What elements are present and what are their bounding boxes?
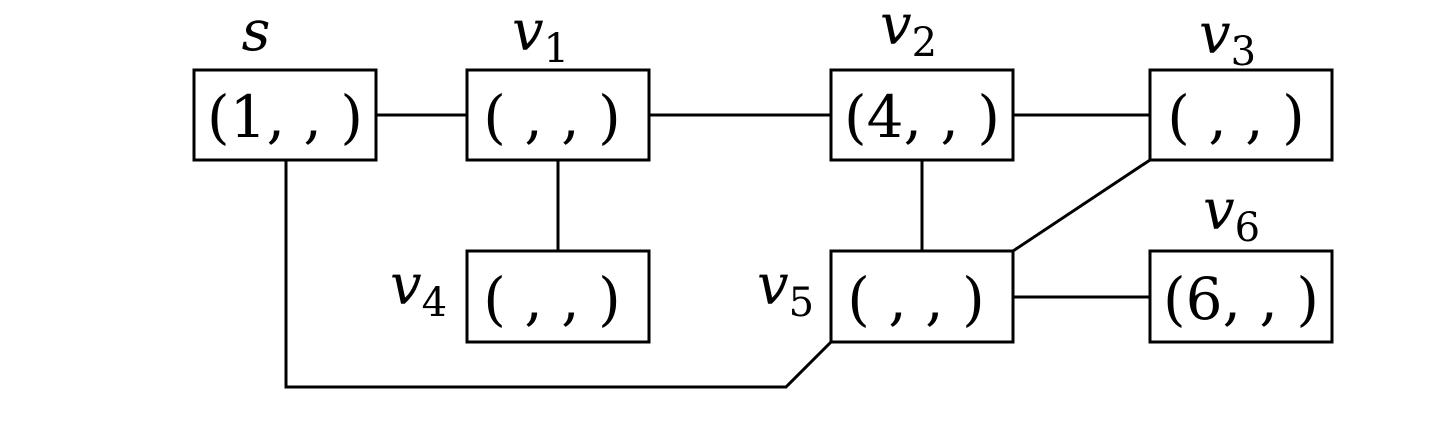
node-v1: ( , , ) v1 (465, 0, 651, 162)
node-v2-box (829, 68, 1015, 162)
node-v1-label: v1 (512, 0, 569, 72)
node-v5-label-name: v (757, 253, 789, 318)
node-v6-label: v6 (1203, 178, 1260, 251)
node-v6: (6, , ) v6 (1148, 178, 1334, 344)
edges-layer (284, 113, 1151, 389)
node-v5-value: ( , , ) (847, 265, 984, 333)
node-v2-label-name: v (880, 0, 912, 58)
edge-v3-v5 (1012, 158, 1151, 253)
node-v6-box (1148, 249, 1334, 344)
node-v3: ( , , ) v3 (1148, 2, 1334, 162)
node-v4-label-name: v (390, 253, 422, 318)
node-s-label: s (242, 0, 271, 64)
edge-s-v5 (284, 160, 833, 389)
node-v5-box (829, 249, 1015, 344)
node-v5: ( , , ) v5 (757, 249, 1015, 344)
node-v1-label-name: v (512, 0, 544, 64)
node-s-value: (1, , ) (207, 83, 363, 151)
node-v2: (4, , ) v2 (829, 0, 1015, 162)
node-v3-box (1148, 68, 1334, 162)
node-v1-box (465, 68, 651, 162)
node-s: (1, , ) s (192, 0, 378, 162)
node-v3-label: v3 (1199, 2, 1256, 75)
node-v5-label-sub: 5 (789, 280, 814, 326)
nodes-layer: (1, , ) s ( , , ) v1 (4, , ) v2 ( , , ) … (192, 0, 1334, 344)
node-v4: ( , , ) v4 (390, 249, 651, 344)
node-s-label-name: s (242, 0, 271, 64)
node-v1-label-sub: 1 (544, 26, 569, 72)
node-v2-value: (4, , ) (844, 83, 1000, 151)
node-v1-value: ( , , ) (483, 83, 620, 151)
node-v6-label-name: v (1203, 178, 1235, 243)
node-v5-label: v5 (757, 253, 814, 326)
node-s-box (192, 68, 378, 162)
node-v2-label: v2 (880, 0, 937, 66)
node-v4-value: ( , , ) (483, 265, 620, 333)
node-v4-label-sub: 4 (422, 280, 447, 326)
node-v6-label-sub: 6 (1235, 205, 1260, 251)
node-v3-value: ( , , ) (1167, 83, 1304, 151)
node-v2-label-sub: 2 (912, 20, 937, 66)
node-v4-label: v4 (390, 253, 447, 326)
node-v3-label-name: v (1199, 2, 1231, 67)
node-v4-box (465, 249, 651, 344)
node-v3-label-sub: 3 (1231, 29, 1256, 75)
node-v6-value: (6, , ) (1163, 265, 1319, 333)
